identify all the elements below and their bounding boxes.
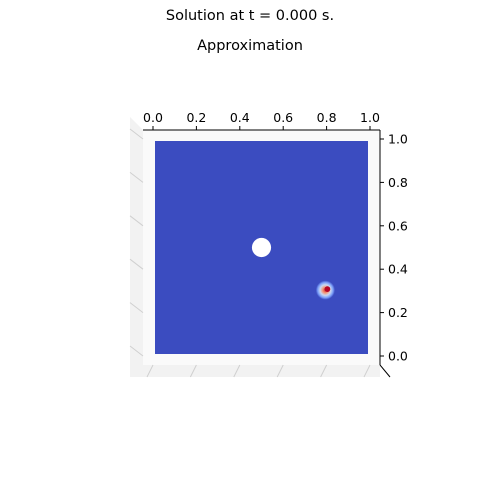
right-axis-corner xyxy=(379,364,391,378)
bottom-grid-line xyxy=(320,364,328,378)
x-tick-label: 0.4 xyxy=(230,110,250,125)
bottom-grid-line xyxy=(189,364,197,378)
axes-title: Approximation xyxy=(197,38,303,54)
bottom-pane xyxy=(130,365,380,377)
x-tick-label: 0.2 xyxy=(186,110,206,125)
left-grid-line xyxy=(129,215,144,227)
y-tick-label: 1.0 xyxy=(388,132,408,147)
x-tick-label: 0.0 xyxy=(143,110,163,125)
bottom-grid-line xyxy=(363,364,371,378)
bottom-grid-line xyxy=(276,364,284,378)
x-tick-label: 0.8 xyxy=(317,110,337,125)
y-tick-label: 0.2 xyxy=(388,305,408,320)
y-tick-label: 0.6 xyxy=(388,218,408,233)
left-pane-grid xyxy=(129,128,144,357)
bottom-pane-grid xyxy=(146,364,371,378)
bottom-grid-line xyxy=(146,364,154,378)
y-axis-ticks: 0.0 0.2 0.4 0.6 0.8 1.0 xyxy=(380,132,408,364)
left-grid-line xyxy=(129,128,144,140)
heatmap-hole xyxy=(251,237,272,258)
left-grid-line xyxy=(129,302,144,313)
x-tick-label: 0.6 xyxy=(273,110,293,125)
bottom-grid-line xyxy=(233,364,241,378)
left-grid-line xyxy=(129,172,144,183)
heatmap-peak-core xyxy=(324,286,331,292)
left-grid-line xyxy=(129,258,144,270)
left-grid-line xyxy=(129,345,144,357)
x-axis-ticks: 0.0 0.2 0.4 0.6 0.8 1.0 xyxy=(143,110,380,130)
y-tick-label: 0.4 xyxy=(388,262,408,277)
y-tick-label: 0.0 xyxy=(388,349,408,364)
x-tick-label: 1.0 xyxy=(360,110,380,125)
y-tick-label: 0.8 xyxy=(388,175,408,190)
left-pane xyxy=(130,117,143,377)
figure-title: Solution at t = 0.000 s. xyxy=(165,8,335,24)
